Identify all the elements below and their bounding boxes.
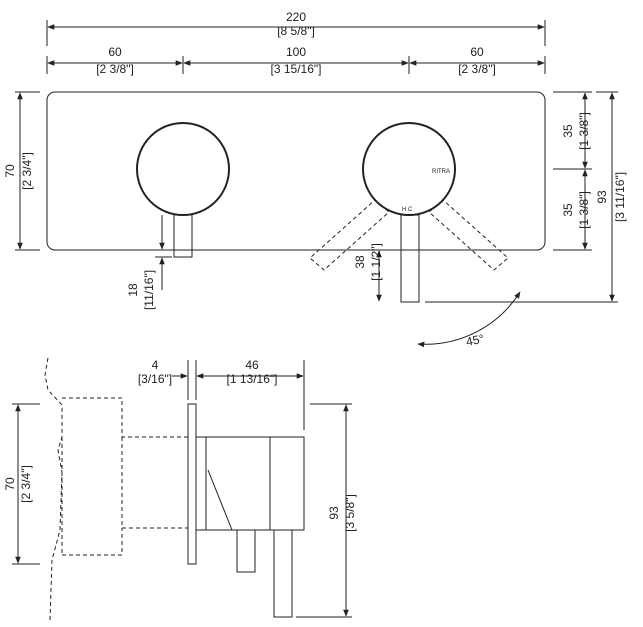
lower-half-inch: [1 3/8"] xyxy=(577,191,591,229)
side-stem-long xyxy=(273,529,293,618)
right-lever-stem xyxy=(400,214,420,303)
lever-rotated-left xyxy=(309,199,390,271)
middle-segment-inch: [3 15/16"] xyxy=(271,62,322,76)
side-view: 4 [3/16"] 46 [1 13/16"] 70 [2 3/4"] 93 [… xyxy=(3,357,357,621)
stem-right-inch: [1 1/2"] xyxy=(369,243,383,281)
side-total-height-mm: 93 xyxy=(327,506,341,520)
in-wall-valve-body xyxy=(62,397,188,556)
handle-body-rear xyxy=(205,436,271,531)
upper-half-inch: [1 3/8"] xyxy=(577,112,591,150)
plate-thickness-mm: 4 xyxy=(152,358,159,372)
left-segment-mm: 60 xyxy=(108,45,122,59)
right-segment-mm: 60 xyxy=(470,45,484,59)
brand-mark: RITRA xyxy=(432,169,450,175)
left-lever-stem xyxy=(173,214,193,258)
upper-half-mm: 35 xyxy=(561,124,575,138)
lower-half-mm: 35 xyxy=(561,203,575,217)
right-segment-inch: [2 3/8"] xyxy=(458,62,496,76)
body-depth-inch: [1 13/16"] xyxy=(227,372,278,386)
overall-width-inch: [8 5/8"] xyxy=(277,24,315,38)
plate-height-inch: [2 3/4"] xyxy=(20,152,34,190)
wall-break-line xyxy=(44,357,63,621)
rotation-angle-label: 45° xyxy=(465,331,486,349)
total-height-inch: [3 11/16"] xyxy=(613,172,627,222)
plate-side xyxy=(187,403,197,565)
wall-height-mm: 70 xyxy=(3,477,17,491)
hot-cold-label: H C xyxy=(402,207,413,213)
left-segment-inch: [2 3/8"] xyxy=(96,62,134,76)
body-depth-mm: 46 xyxy=(245,358,259,372)
handle-body-front xyxy=(269,436,305,531)
front-view: RITRA H C 45° 220 [8 5/8"] 60 [2 3/8"] 1… xyxy=(3,10,627,349)
rotation-arc xyxy=(417,291,521,348)
plate-thickness-inch: [3/16"] xyxy=(138,372,172,386)
stem-right-mm: 38 xyxy=(353,255,367,269)
side-stem-short xyxy=(236,529,256,573)
wall-height-inch: [2 3/4"] xyxy=(19,465,33,503)
plate-height-mm: 70 xyxy=(3,164,17,178)
lever-rotated-right xyxy=(428,199,509,271)
overall-width-mm: 220 xyxy=(286,10,306,24)
middle-segment-mm: 100 xyxy=(286,45,306,59)
stem-left-mm: 18 xyxy=(126,283,140,297)
wall-plate-outline xyxy=(46,91,546,251)
left-handle-disc xyxy=(136,122,230,216)
stem-left-inch: [11/16"] xyxy=(142,270,156,310)
total-height-mm: 93 xyxy=(595,190,609,204)
side-total-height-inch: [3 5/8"] xyxy=(343,494,357,532)
